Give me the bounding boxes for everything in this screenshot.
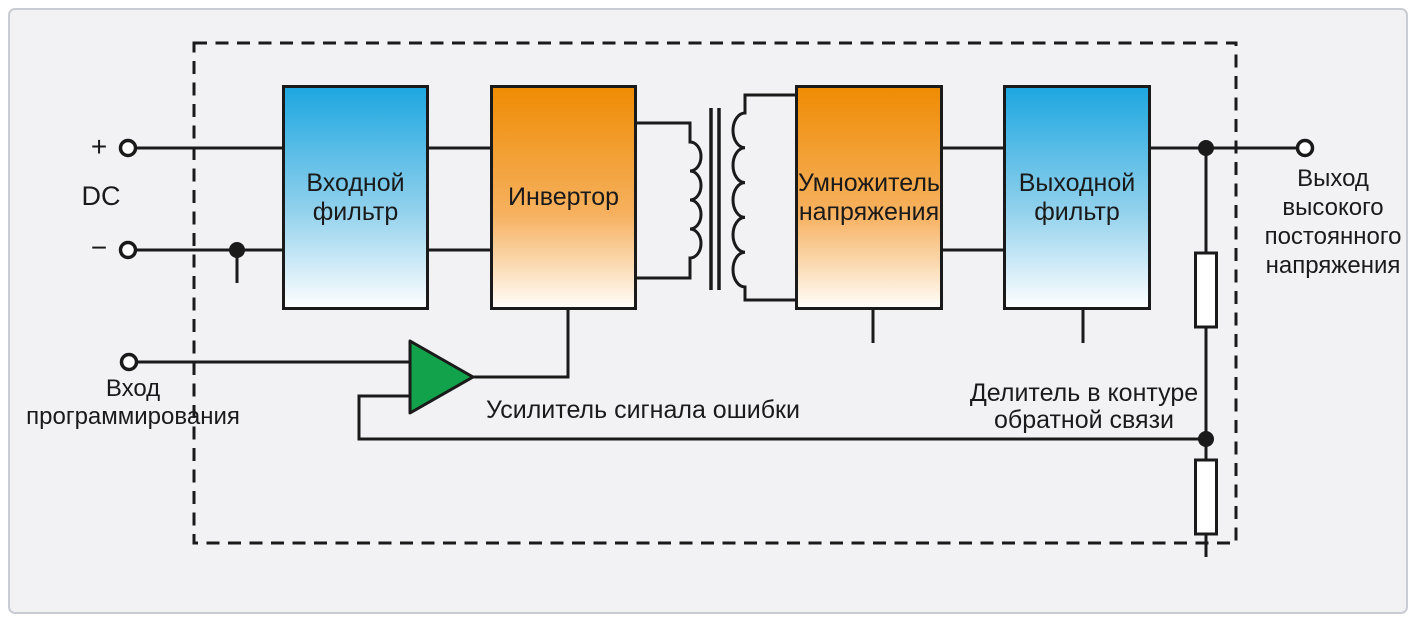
terminal-plus — [118, 138, 138, 158]
ground-icon — [1182, 557, 1229, 580]
block-voltage-multiplier: Умножитель напряжения — [795, 85, 943, 310]
block-input-filter-label: Входной фильтр — [306, 168, 405, 226]
terminal-programming — [119, 352, 139, 372]
programming-input-label: Вход программирования — [26, 375, 240, 430]
ground-icon — [1059, 343, 1106, 366]
dc-label: DC — [81, 181, 121, 211]
dashed-enclosure-border — [192, 41, 1238, 545]
diagram-panel-background — [8, 8, 1408, 614]
minus-terminal-label: − — [90, 232, 108, 263]
plus-terminal-label: + — [90, 131, 108, 162]
feedback-divider-label: Делитель в контуре обратной связи — [969, 379, 1199, 434]
transformer-icon — [637, 93, 795, 302]
hv-output-label: Выход высокого постоянного напряжения — [1264, 165, 1402, 279]
transformer-core — [709, 108, 721, 290]
junction-dot — [1198, 140, 1214, 156]
junction-dot — [229, 242, 245, 258]
wire-amplifier-output — [473, 310, 570, 379]
ground-icon — [849, 343, 896, 366]
resistor-icon — [1194, 251, 1218, 329]
transformer-primary-coil — [637, 121, 703, 280]
resistor-icon — [1194, 458, 1218, 536]
error-amplifier-label: Усилитель сигнала ошибки — [486, 396, 800, 424]
block-output-filter: Выходной фильтр — [1003, 85, 1151, 310]
error-amplifier-triangle-icon — [408, 339, 475, 415]
ground-icon — [213, 283, 260, 306]
block-voltage-multiplier-label: Умножитель напряжения — [798, 168, 940, 226]
wire-feedback — [357, 394, 1206, 441]
block-inverter-label: Инвертор — [507, 183, 619, 211]
block-output-filter-label: Выходной фильтр — [1018, 168, 1136, 226]
block-inverter: Инвертор — [490, 85, 637, 310]
block-input-filter: Входной фильтр — [282, 85, 429, 310]
transformer-secondary-coil — [731, 93, 795, 302]
terminal-hv-output — [1295, 138, 1315, 158]
junction-dot — [1198, 431, 1214, 447]
terminal-minus — [118, 240, 138, 260]
